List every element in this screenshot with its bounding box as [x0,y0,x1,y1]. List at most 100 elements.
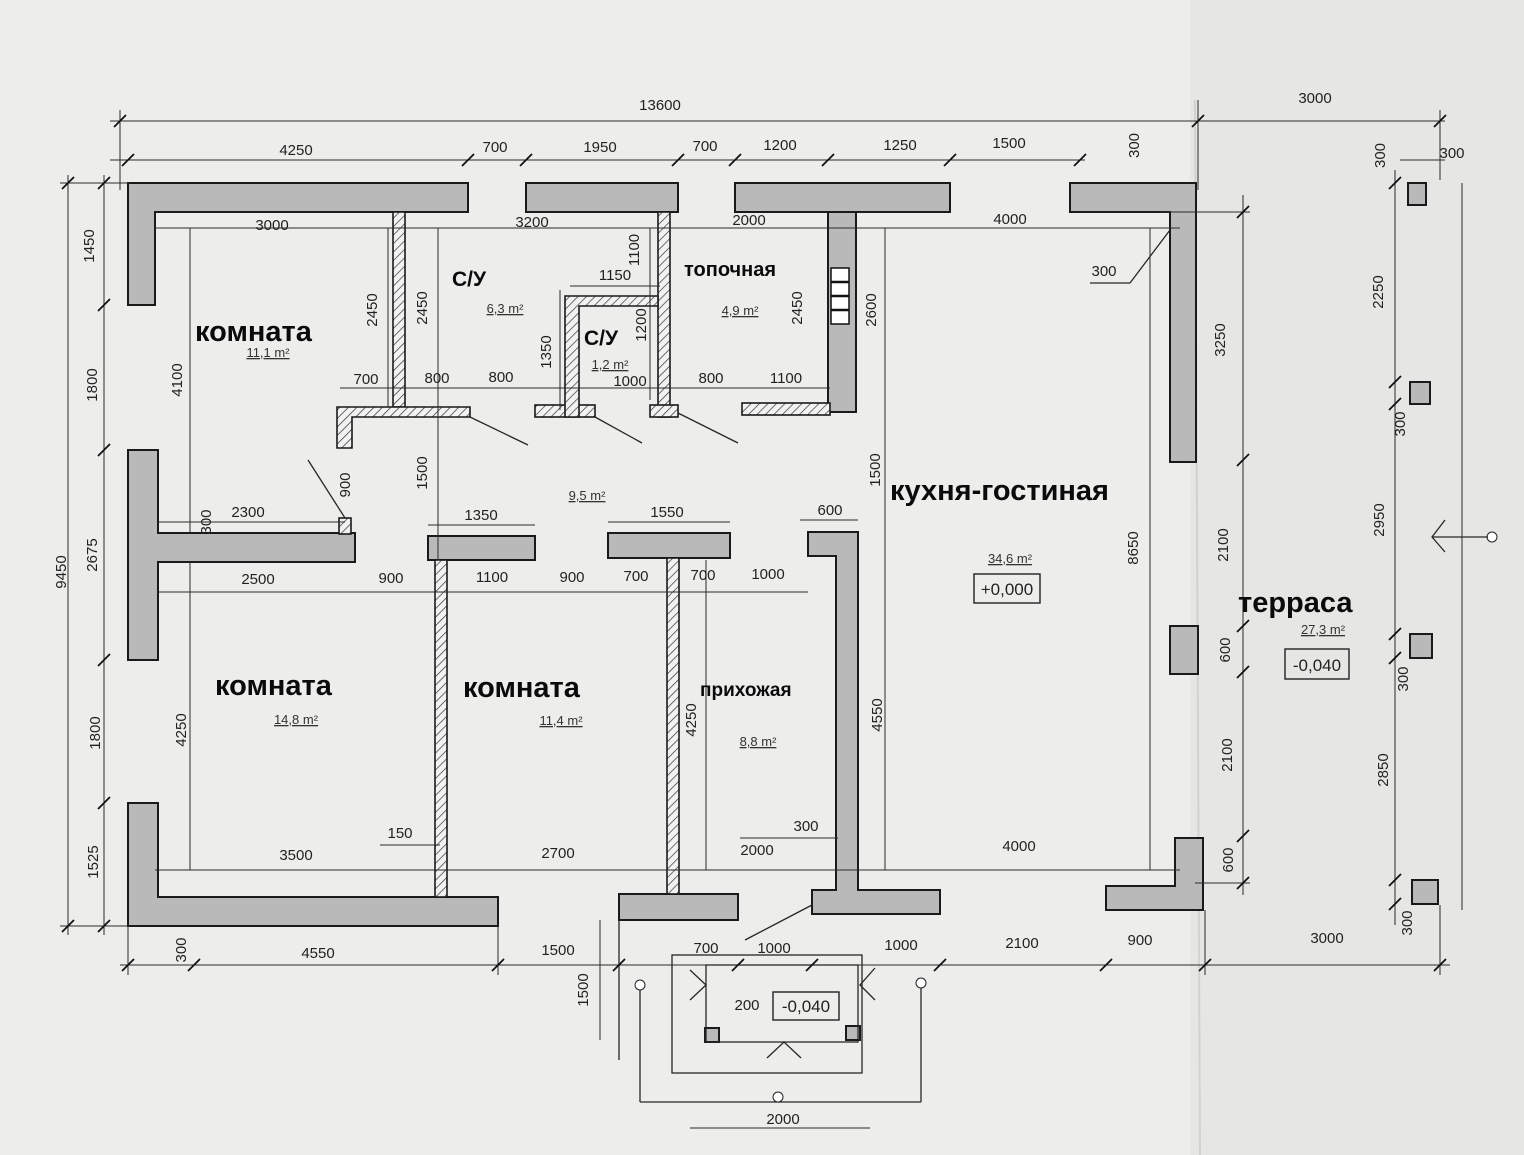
dim-top-300: 300 [1126,133,1143,158]
dim-kitchen-opening: 1500 [867,453,884,486]
partition-bath1-west [392,211,406,408]
dim-wall-600: 600 [817,502,842,519]
wall-north-east [1069,182,1197,463]
partition-room-s-east [666,557,680,895]
dim-mid-row: 900 [559,569,584,586]
dim-porch-width: 2000 [766,1111,799,1128]
dim-nw-room-depth: 4100 [169,363,186,396]
dim-chimney-height: 2600 [863,293,880,326]
dim-bath-height-2: 2450 [414,291,431,324]
dim-terrace: 2250 [1370,275,1387,308]
room-label-terrace: терраса [1238,587,1353,619]
dim-door-900: 900 [337,472,354,497]
dim-hall-row: 800 [488,369,513,386]
partition-bath2 [564,295,659,418]
dim-terrace: 300 [1392,411,1409,436]
dim-terrace-top: 3000 [1298,90,1331,107]
room-area-kitchen: 34,6 m² [988,551,1033,566]
dim-right: 600 [1220,847,1237,872]
dim-kitchen-depth: 8650 [1125,531,1142,564]
dim-terrace-300-b: 300 [1439,145,1464,162]
dim-top: 1200 [763,137,796,154]
terrace-column-2 [1409,381,1431,405]
wall-north-bath [525,182,679,213]
dim-sw-room-depth: 4250 [173,713,190,746]
room-label-nw: комната [195,316,313,348]
dim-wall-2500: 2500 [241,571,274,588]
dim-bottom: 1000 [757,940,790,957]
dim-bottom: 1000 [884,937,917,954]
partition-hall-north-left [336,406,471,449]
dim-porch-depth: 1500 [575,973,592,1006]
dim-hall-row: 1100 [770,370,802,387]
dim-terrace: 300 [1399,910,1416,935]
dim-terrace: 2850 [1375,753,1392,786]
dim-bath-height-1: 2450 [364,293,381,326]
room-area-bath-2: 1,2 m² [592,357,630,372]
dim-wall-300: 300 [793,818,818,835]
dim-kitchen-wall: 4550 [869,698,886,731]
porch-post-right [845,1025,861,1041]
level-terrace: -0,040 [1293,656,1341,675]
dim-right: 2100 [1215,528,1232,561]
dim-left: 1800 [84,368,101,401]
dim-bottom: 700 [693,940,718,957]
room-label-boiler: топочная [684,259,776,281]
dim-inner-top: 3000 [255,217,288,234]
room-area-terrace: 27,3 m² [1301,622,1346,637]
dimension-lines [60,100,1463,1129]
dim-inner-top: 4000 [993,211,1026,228]
wall-south-entry [618,893,739,921]
dim-terrace: 300 [1395,666,1412,691]
dim-inner-bottom: 4000 [1002,838,1035,855]
room-area-sw: 14,8 m² [274,712,319,727]
dim-top: 4250 [279,142,312,159]
level-porch: -0,040 [782,997,830,1016]
dim-mid-row: 700 [623,568,648,585]
dim-right: 600 [1217,637,1234,662]
dim-bottom: 2100 [1005,935,1038,952]
wall-north-west [127,182,469,306]
room-label-kitchen: кухня-гостиная [890,475,1109,507]
dim-wall-1350: 1350 [464,507,497,524]
room-labels: комната 11,1 m² С/У 6,3 m² С/У 1,2 m² то… [195,259,1353,1021]
dim-bath2-width: 1150 [599,267,631,284]
dim-right: 2100 [1219,738,1236,771]
wall-hall-partition-1 [427,535,536,561]
dim-inner-top: 3200 [515,214,548,231]
dim-left: 1450 [81,229,98,262]
dim-bottom: 4550 [301,945,334,962]
dim-top: 1500 [992,135,1025,152]
partition-door-stop [338,517,352,535]
dim-porch-step: 200 [734,997,759,1014]
wall-entry-east [807,531,941,915]
pier-east [1169,625,1199,675]
dim-hall-row: 700 [353,371,378,388]
dim-bath2-top: 1100 [626,234,643,266]
dim-boiler-height: 2450 [789,291,806,324]
wall-north-boiler [734,182,951,213]
partition-boiler-bottom [741,402,831,416]
dim-mid-row: 1100 [476,569,508,586]
level-kitchen: +0,000 [981,580,1033,599]
dim-right: 3250 [1212,323,1229,356]
dim-mid-row: 900 [378,570,403,587]
dim-bottom: 900 [1127,932,1152,949]
dim-hall-row: 800 [424,370,449,387]
dim-inner-bottom: 2700 [541,845,574,862]
dim-top: 700 [482,139,507,156]
room-area-entry: 8,8 m² [740,734,778,749]
dim-wall-2300: 2300 [231,504,264,521]
partitions [336,211,831,898]
wall-south-east [1105,837,1204,911]
dim-wall-1550: 1550 [650,504,683,521]
wall-hall-partition-2 [607,532,731,559]
dim-left: 1525 [85,845,102,878]
partition-bath2-east [657,211,671,418]
dim-mid-row: 1000 [751,566,784,583]
wall-west-middle [127,449,356,661]
dimension-labels: 13600 3000 4250 700 1950 700 1200 1250 1… [53,90,1465,1128]
terrace-column-3 [1409,633,1433,659]
room-area-boiler: 4,9 m² [722,303,760,318]
